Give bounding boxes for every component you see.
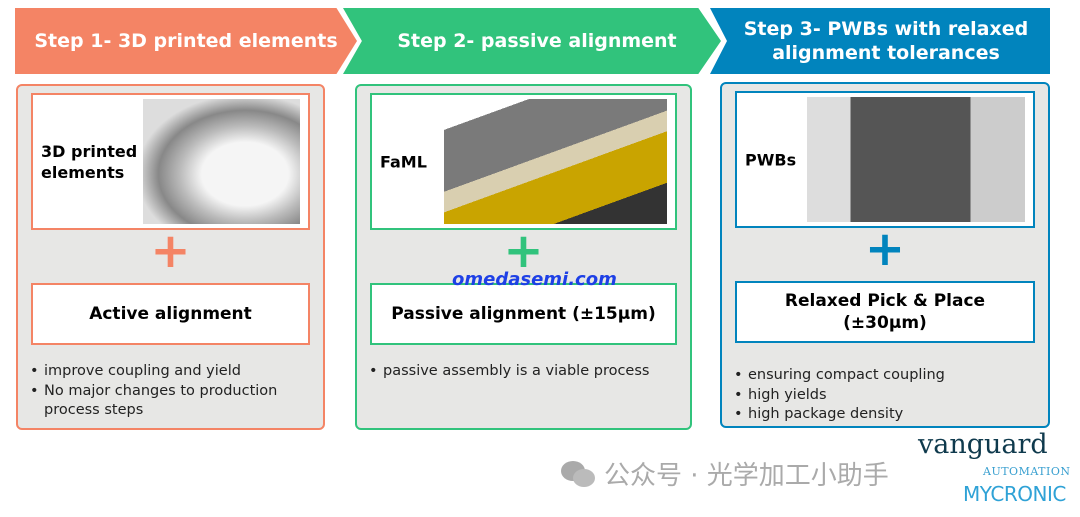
step-3-title: Step 3- PWBs with relaxed alignment tole… (743, 18, 1029, 64)
step-3-image-box: PWBs (735, 91, 1035, 228)
active-alignment-box: Active alignment (31, 283, 310, 345)
plus-icon: + (150, 223, 191, 279)
bullet: ensuring compact coupling (732, 366, 945, 386)
step-2-image-box: FaML (370, 93, 677, 230)
wechat-watermark: 公众号 · 光学加工小助手 (560, 455, 889, 492)
step-3-panel: PWBs + Relaxed Pick & Place (±30µm) ensu… (720, 82, 1050, 428)
step-3-banner: Step 3- PWBs with relaxed alignment tole… (710, 8, 1050, 74)
mycronic-logo: MYCRONIC (963, 482, 1066, 506)
step-2-title: Step 2- passive alignment (397, 30, 677, 52)
automation-text: AUTOMATION (983, 465, 1071, 478)
bullet: high package density (732, 405, 945, 425)
step-1-title: Step 1- 3D printed elements (34, 30, 338, 52)
box-text: Relaxed Pick & Place (±30µm) (784, 291, 986, 333)
bullet: improve coupling and yield (28, 362, 278, 382)
pwb-micrograph-image (807, 97, 1025, 222)
vanguard-logo: vanguard (918, 429, 1048, 460)
bullet: passive assembly is a viable process (367, 362, 649, 382)
step-2-bullets: passive assembly is a viable process (367, 362, 649, 382)
step-1-panel: 3D printed elements + Active alignment i… (16, 84, 325, 430)
step-2-panel: FaML + Passive alignment (±15µm) passive… (355, 84, 692, 430)
wechat-text: 公众号 · 光学加工小助手 (604, 461, 889, 491)
passive-alignment-box: Passive alignment (±15µm) (370, 283, 677, 345)
relaxed-pick-place-box: Relaxed Pick & Place (±30µm) (735, 281, 1035, 343)
plus-icon: + (864, 221, 906, 277)
wechat-icon (561, 460, 595, 487)
image-label: PWBs (745, 150, 797, 169)
faml-render-image (444, 99, 667, 224)
step-2-banner: Step 2- passive alignment (343, 8, 721, 74)
watermark: omedasemi.com (452, 269, 617, 290)
image-label: 3D printed elements (41, 141, 138, 182)
sem-lens-image (143, 99, 300, 224)
step-3-bullets: ensuring compact coupling high yields hi… (732, 366, 945, 425)
step-1-image-box: 3D printed elements (31, 93, 310, 230)
bullet: high yields (732, 386, 945, 406)
step-1-bullets: improve coupling and yield No major chan… (28, 362, 278, 421)
image-label: FaML (380, 152, 427, 171)
bullet: No major changes to production process s… (28, 382, 278, 421)
plus-icon: + (503, 223, 544, 279)
step-1-banner: Step 1- 3D printed elements (15, 8, 357, 74)
